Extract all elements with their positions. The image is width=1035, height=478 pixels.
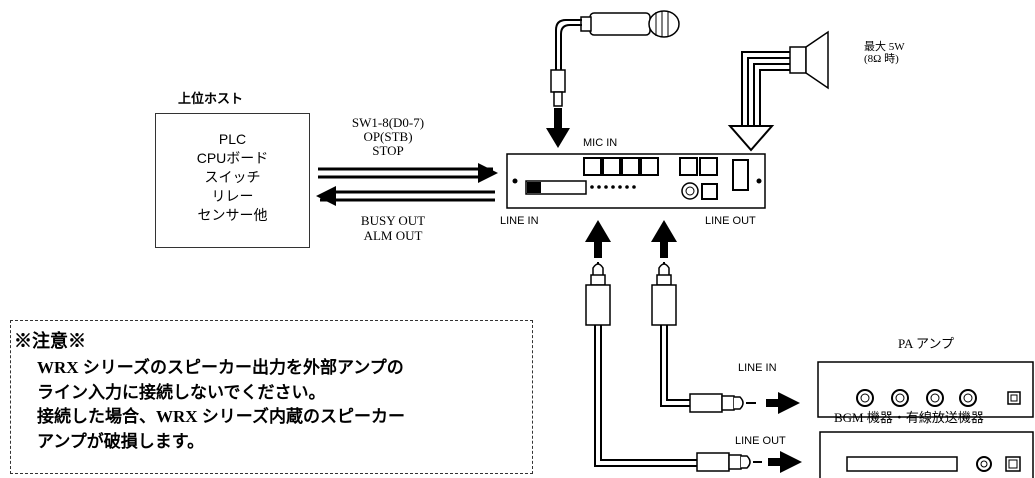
signal-alm-out: ALM OUT [363,228,423,243]
cable-to-pa [660,325,690,407]
line-out-arrow [651,220,677,258]
caution-line-2: ライン入力に接続しないでください。 [37,382,326,402]
pa-amp-title: PA アンプ [898,336,955,351]
speaker-spec: 最大 5W (8Ω 時) [864,41,905,65]
host-item-cpu-board: CPUボード [196,150,269,166]
host-item-sensor: センサー他 [197,207,268,223]
device-line-out-label: LINE OUT [705,215,756,227]
host-item-relay: リレー [211,188,254,204]
bgm-title: BGM 機器・有線放送機器 [834,410,984,425]
bgm-line-out-label: LINE OUT [735,435,786,447]
device-line-in-label: LINE IN [500,215,539,227]
signal-stop: STOP [372,143,404,158]
microphone-icon [580,10,680,38]
mic-cable [550,19,582,107]
plug-to-bgm [696,451,802,473]
speaker-max-power: 最大 5W [864,41,905,53]
speaker-icon [789,30,829,90]
bgm-equipment-box [819,431,1034,478]
signal-arrow-to-host [316,186,495,206]
caution-line-3: 接続した場合、WRX シリーズ内蔵のスピーカー [37,407,405,426]
pa-amp-box [817,361,1034,418]
caution-line-4: アンプが破損します。 [37,431,205,451]
caution-body: WRX シリーズのスピーカー出力を外部アンプの ライン入力に接続しないでください… [37,356,405,454]
caution-note-box: ※注意※ WRX シリーズのスピーカー出力を外部アンプの ライン入力に接続しない… [10,320,533,474]
signal-arrow-to-device [318,163,498,183]
signal-sw: SW1-8(D0-7) [351,115,425,130]
plug-to-pa-amp [689,392,800,414]
pa-line-in-label: LINE IN [738,362,777,374]
mic-arrow [546,108,570,148]
signal-busy-out: BUSY OUT [360,213,426,228]
cable-to-bgm [594,325,697,467]
wrx-device-panel [506,153,766,209]
host-item-plc: PLC [218,131,247,147]
caution-line-1: WRX シリーズのスピーカー出力を外部アンプの [37,358,404,377]
speaker-out-arrow [727,125,775,152]
speaker-cable [741,51,790,128]
rca-plug-line-out [651,262,677,326]
host-box: PLC CPUボード スイッチ リレー センサー他 [155,113,310,248]
input-signal-labels: SW1-8(D0-7) OP(STB) STOP [342,116,434,158]
output-signal-labels: BUSY OUT ALM OUT [350,213,436,243]
host-title: 上位ホスト [178,91,244,106]
mic-in-label: MIC IN [583,137,618,149]
rca-plug-line-in [585,262,611,326]
host-item-switch: スイッチ [204,169,261,185]
speaker-impedance: (8Ω 時) [864,53,899,65]
host-items: PLC CPUボード スイッチ リレー センサー他 [156,130,309,225]
line-in-arrow [585,220,611,258]
signal-op: OP(STB) [363,129,413,144]
caution-title: ※注意※ [14,331,86,351]
